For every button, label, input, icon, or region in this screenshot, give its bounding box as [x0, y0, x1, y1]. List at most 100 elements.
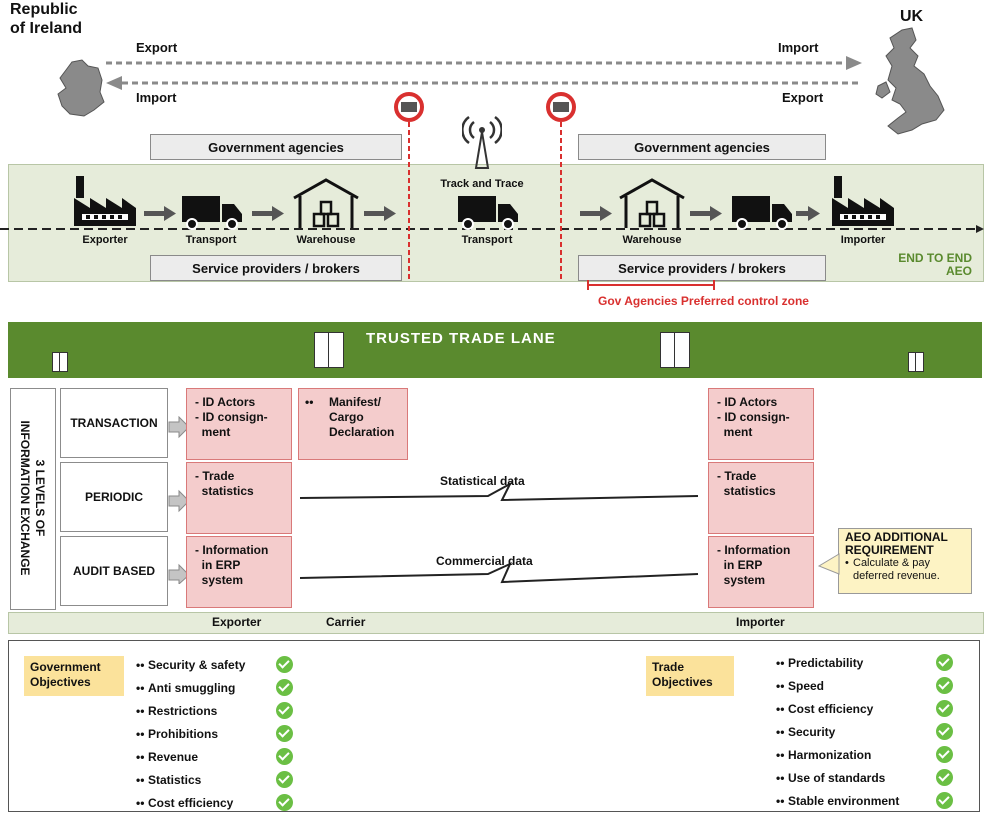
bullet-marker: •• [305, 395, 314, 409]
node-label-importer: Importer [840, 234, 886, 246]
node-label-warehouse: Warehouse [296, 234, 356, 246]
uk-map-icon [875, 27, 945, 135]
gate-icon [908, 352, 924, 372]
bullet-marker: •• [776, 771, 785, 785]
bullet-marker: •• [776, 725, 785, 739]
aeo-callout-title: AEO ADDITIONAL REQUIREMENT [845, 530, 948, 557]
footer-carrier: Carrier [326, 615, 366, 629]
importer-periodic-box: - Trade statistics [708, 462, 814, 534]
track-and-trace-label: Track and Trace [440, 178, 524, 190]
gate-icon [660, 332, 690, 368]
truck-icon [182, 196, 242, 230]
truck-icon [732, 196, 792, 230]
gov-objective-item: Prohibitions [148, 727, 218, 741]
bullet-marker: •• [136, 704, 145, 718]
service-providers-right: Service providers / brokers [578, 255, 826, 281]
objectives-panel [8, 640, 980, 812]
checkmark-icon [936, 677, 953, 694]
factory-icon [832, 176, 894, 226]
warehouse-icon [619, 178, 685, 228]
importer-transaction-box: - ID Actors - ID consign- ment [708, 388, 814, 460]
preferred-zone-bracket [587, 280, 715, 290]
bullet-marker: •• [136, 750, 145, 764]
bullet-marker: •• [136, 727, 145, 741]
uk-label: UK [900, 8, 924, 25]
factory-icon [74, 176, 136, 226]
checkmark-icon [276, 794, 293, 811]
exporter-transaction-box: - ID Actors - ID consign- ment [186, 388, 292, 460]
export-import-arrows [106, 56, 862, 90]
bullet-marker: •• [136, 681, 145, 695]
ireland-label: Republic of Ireland [10, 1, 83, 37]
trusted-trade-lane-bar [8, 322, 982, 378]
bullet-marker: •• [776, 656, 785, 670]
statistical-data-label: Statistical data [440, 474, 525, 488]
checkmark-icon [936, 746, 953, 763]
gate-icon [52, 352, 68, 372]
aeo-callout: AEO ADDITIONAL REQUIREMENT • Calculate &… [838, 528, 972, 594]
trade-objective-item: Security [788, 725, 836, 739]
checkmark-icon [276, 725, 293, 742]
export-right-label: Export [782, 90, 824, 105]
checkmark-icon [936, 723, 953, 740]
node-label-transport: Transport [461, 234, 513, 246]
gov-agencies-right: Government agencies [578, 134, 826, 160]
gov-objective-item: Security & safety [148, 658, 246, 672]
levels-side-label: 3 LEVELS OF INFORMATION EXCHANGE [18, 420, 47, 576]
trade-objective-item: Harmonization [788, 748, 872, 762]
gov-objectives-label: Government Objectives [24, 656, 124, 696]
commercial-data-link [299, 562, 699, 584]
bullet-marker: •• [776, 748, 785, 762]
gov-objective-item: Cost efficiency [148, 796, 234, 810]
customs-border-right [546, 92, 576, 280]
flow-arrows [144, 206, 820, 221]
level-arrows [168, 416, 190, 584]
service-providers-left: Service providers / brokers [150, 255, 402, 281]
checkmark-icon [936, 700, 953, 717]
bullet-marker: •• [776, 679, 785, 693]
levels-footer-band [8, 612, 984, 634]
warehouse-icon [293, 178, 359, 228]
commercial-data-label: Commercial data [436, 554, 533, 568]
gov-objective-item: Anti smuggling [148, 681, 236, 695]
aeo-callout-pointer [818, 553, 840, 575]
trade-objective-item: Speed [788, 679, 825, 693]
gov-objective-item: Revenue [148, 750, 199, 764]
node-label-transport: Transport [185, 234, 237, 246]
footer-exporter: Exporter [212, 615, 262, 629]
carrier-transaction-box: •• Manifest/ Cargo Declaration [298, 388, 408, 460]
trade-objective-item: Stable environment [788, 794, 900, 808]
bullet-marker: •• [136, 773, 145, 787]
trusted-trade-lane-title: TRUSTED TRADE LANE [366, 330, 556, 347]
checkmark-icon [276, 771, 293, 788]
trade-objective-item: Predictability [788, 656, 864, 670]
level-audit-based: AUDIT BASED [60, 536, 168, 606]
bullet-marker: •• [776, 702, 785, 716]
levels-side-panel [10, 388, 56, 610]
checkmark-icon [936, 654, 953, 671]
bullet-marker: • [845, 557, 849, 569]
import-right-label: Import [778, 40, 819, 55]
trade-objective-item: Cost efficiency [788, 702, 874, 716]
truck-icon [458, 196, 518, 230]
bullet-marker: •• [136, 658, 145, 672]
aeo-callout-text: Calculate & pay deferred revenue. [853, 557, 940, 582]
gov-agencies-left: Government agencies [150, 134, 402, 160]
exporter-periodic-box: - Trade statistics [186, 462, 292, 534]
level-transaction: TRANSACTION [60, 388, 168, 458]
trade-objectives-label: Trade Objectives [646, 656, 734, 696]
customs-border-left [394, 92, 424, 280]
gate-icon [314, 332, 344, 368]
end-to-end-aeo-label: END TO END AEO [898, 251, 972, 278]
checkmark-icon [276, 748, 293, 765]
supply-chain-dashed-line [0, 225, 984, 233]
statistical-data-link [299, 481, 699, 502]
preferred-zone-label: Gov Agencies Preferred control zone [598, 294, 809, 308]
exporter-audit-box: - Information in ERP system [186, 536, 292, 608]
bullet-marker: •• [136, 796, 145, 810]
checkmark-icon [276, 702, 293, 719]
level-periodic: PERIODIC [60, 462, 168, 532]
checkmark-icon [276, 679, 293, 696]
node-label-exporter: Exporter [82, 234, 128, 246]
gov-objective-item: Statistics [148, 773, 202, 787]
